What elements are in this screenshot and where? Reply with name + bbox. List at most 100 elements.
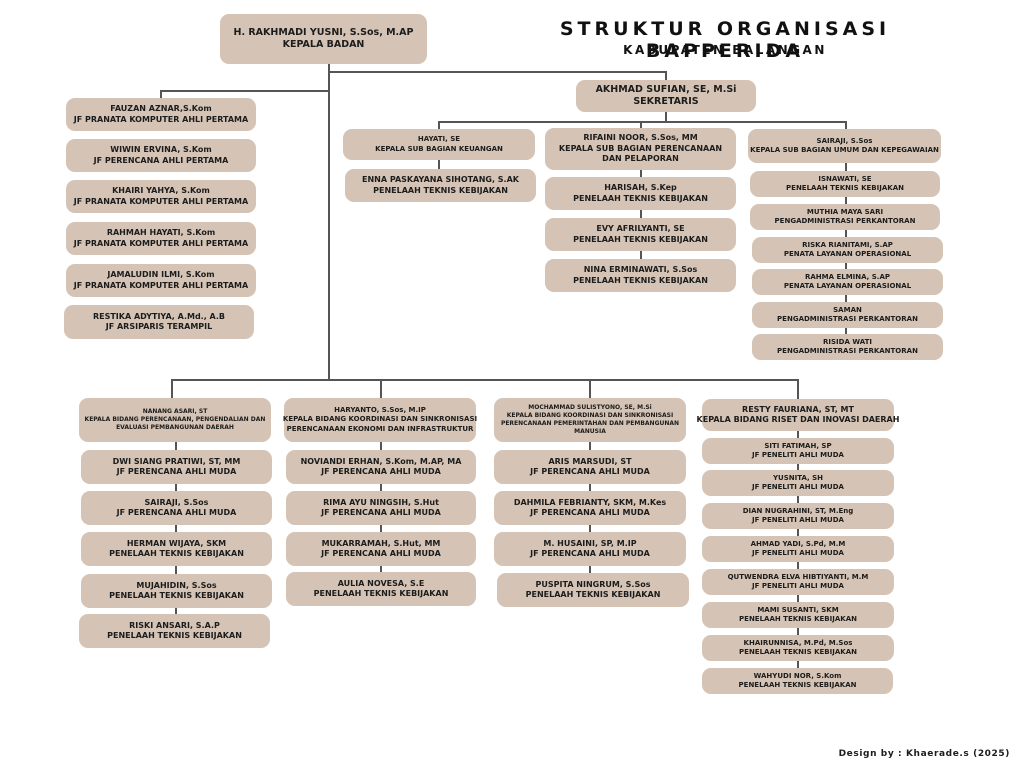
member-name: RISKI ANSARI, S.A.P <box>129 620 220 630</box>
member-box: SAMAN PENGADMINISTRASI PERKANTORAN <box>752 302 943 328</box>
member-name: DWI SIANG PRATIWI, ST, MM <box>112 456 241 466</box>
member-box: NOVIANDI ERHAN, S.Kom, M.AP, MA JF PEREN… <box>286 450 476 484</box>
member-role: PENGADMINISTRASI PERKANTORAN <box>777 347 918 355</box>
member-box: YUSNITA, SH JF PENELITI AHLI MUDA <box>702 470 894 496</box>
connector-line <box>665 71 667 81</box>
subbag-head-box: RIFAINI NOOR, S.Sos, MM KEPALA SUB BAGIA… <box>545 128 736 170</box>
head-name: H. RAKHMADI YUSNI, S.Sos, M.AP <box>233 26 414 38</box>
bidang-head-role: KEPALA BIDANG PERENCANAAN, PENGENDALIAN … <box>84 416 266 424</box>
member-name: WAHYUDI NOR, S.Kom <box>753 671 842 680</box>
member-name: MUKARRAMAH, S.Hut, MM <box>321 538 441 548</box>
subbag-head-box: SAIRAJI, S.Sos KEPALA SUB BAGIAN UMUM DA… <box>748 129 941 163</box>
member-role: JF PENELITI AHLI MUDA <box>752 483 844 491</box>
member-name: SAIRAJI, S.Sos <box>144 497 209 507</box>
connector-line <box>380 379 382 399</box>
member-name: RISKA RIANITAMI, S.AP <box>802 240 893 249</box>
secretary-name: AKHMAD SUFIAN, SE, M.Si <box>595 83 737 95</box>
secretary-box: AKHMAD SUFIAN, SE, M.Si SEKRETARIS <box>576 80 756 112</box>
subbag-head-role: KEPALA SUB BAGIAN UMUM DAN KEPEGAWAIAN <box>750 146 939 154</box>
member-role: JF PERENCANA AHLI MUDA <box>116 508 237 517</box>
member-role: JF PENELITI AHLI MUDA <box>752 582 844 590</box>
secretary-role: SEKRETARIS <box>633 96 699 107</box>
functional-box: KHAIRI YAHYA, S.Kom JF PRANATA KOMPUTER … <box>66 180 256 213</box>
member-role: JF PENELITI AHLI MUDA <box>752 516 844 524</box>
member-name: SITI FATIMAH, SP <box>764 441 832 450</box>
connector-line <box>438 121 440 130</box>
member-name: RIMA AYU NINGSIH, S.Hut <box>323 497 439 507</box>
member-name: RISIDA WATI <box>823 337 872 346</box>
member-name: EVY AFRILYANTI, SE <box>596 224 685 234</box>
member-role: JF PERENCANA AHLI MUDA <box>530 467 650 476</box>
member-box: DAHMILA FEBRIANTY, SKM, M.Kes JF PERENCA… <box>494 491 686 525</box>
connector-line <box>438 121 846 123</box>
member-role: JF PRANATA KOMPUTER AHLI PERTAMA <box>73 114 249 124</box>
member-box: ARIS MARSUDI, ST JF PERENCANA AHLI MUDA <box>494 450 686 484</box>
subbag-head-role: KEPALA SUB BAGIAN KEUANGAN <box>375 144 503 153</box>
member-box: RISKA RIANITAMI, S.AP PENATA LAYANAN OPE… <box>752 237 943 263</box>
member-box: MUKARRAMAH, S.Hut, MM JF PERENCANA AHLI … <box>286 532 476 566</box>
connector-line <box>160 90 330 92</box>
member-box: NINA ERMINAWATI, S.Sos PENELAAH TEKNIS K… <box>545 259 736 292</box>
member-role: JF PERENCANA AHLI MUDA <box>530 508 650 517</box>
member-box: ISNAWATI, SE PENELAAH TEKNIS KEBIJAKAN <box>750 171 940 197</box>
member-box: M. HUSAINI, SP, M.IP JF PERENCANA AHLI M… <box>494 532 686 566</box>
member-box: SAIRAJI, S.Sos JF PERENCANA AHLI MUDA <box>81 491 272 525</box>
subbag-head-role-cont: DAN PELAPORAN <box>602 154 679 164</box>
member-box: HARISAH, S.Kep PENELAAH TEKNIS KEBIJAKAN <box>545 177 736 210</box>
connector-line <box>328 62 330 380</box>
member-role: JF PERENCANA AHLI MUDA <box>116 467 237 476</box>
bidang-head-box: RESTY FAURIANA, ST, MT KEPALA BIDANG RIS… <box>697 399 899 431</box>
member-name: KHAIRI YAHYA, S.Kom <box>112 186 210 196</box>
member-role: JF PRANATA KOMPUTER AHLI PERTAMA <box>73 280 249 290</box>
member-name: RAHMAH HAYATI, S.Kom <box>106 228 216 238</box>
member-box: PUSPITA NINGRUM, S.Sos PENELAAH TEKNIS K… <box>497 573 689 607</box>
member-box: AULIA NOVESA, S.E PENELAAH TEKNIS KEBIJA… <box>286 572 476 606</box>
functional-box: WIWIN ERVINA, S.Kom JF PERENCANA AHLI PE… <box>66 139 256 172</box>
member-name: SAMAN <box>833 305 862 314</box>
member-role: PENELAAH TEKNIS KEBIJAKAN <box>107 631 242 640</box>
functional-box: FAUZAN AZNAR,S.Kom JF PRANATA KOMPUTER A… <box>66 98 256 131</box>
member-box: RIMA AYU NINGSIH, S.Hut JF PERENCANA AHL… <box>286 491 476 525</box>
connector-line <box>665 110 667 122</box>
member-name: AULIA NOVESA, S.E <box>337 578 425 588</box>
member-box: MUJAHIDIN, S.Sos PENELAAH TEKNIS KEBIJAK… <box>81 574 272 608</box>
head-role: KEPALA BADAN <box>282 39 365 50</box>
member-box: DIAN NUGRAHINI, ST, M.Eng JF PENELITI AH… <box>702 503 894 529</box>
connector-line <box>160 90 162 100</box>
member-name: NINA ERMINAWATI, S.Sos <box>583 265 698 275</box>
bidang-head-role: KEPALA BIDANG RISET DAN INOVASI DAERAH <box>696 415 900 424</box>
functional-box: RESTIKA ADYTIYA, A.Md., A.B JF ARSIPARIS… <box>64 305 254 339</box>
member-role: PENELAAH TEKNIS KEBIJAKAN <box>109 591 244 600</box>
member-role: PENELAAH TEKNIS KEBIJAKAN <box>373 185 508 195</box>
member-role: JF PENELITI AHLI MUDA <box>752 549 844 557</box>
member-role: PENELAAH TEKNIS KEBIJAKAN <box>573 234 708 244</box>
bidang-head-role: KEPALA BIDANG KOORDINASI DAN SINKRONISAS… <box>282 415 478 424</box>
bidang-head-box: HARYANTO, S.Sos, M.IP KEPALA BIDANG KOOR… <box>282 398 478 442</box>
member-name: WIWIN ERVINA, S.Kom <box>110 145 212 155</box>
member-name: KHAIRUNNISA, M.Pd, M.Sos <box>743 638 853 647</box>
connector-line <box>797 379 799 399</box>
member-role: JF PERENCANA AHLI MUDA <box>321 549 441 558</box>
member-role: JF PERENCANA AHLI MUDA <box>321 508 441 517</box>
member-box: RISKI ANSARI, S.A.P PENELAAH TEKNIS KEBI… <box>79 614 270 648</box>
member-role: PENATA LAYANAN OPERASIONAL <box>783 250 912 258</box>
bidang-head-role: KEPALA BIDANG KOORDINASI DAN SINKRONISAS… <box>506 412 674 420</box>
member-box: MAMI SUSANTI, SKM PENELAAH TEKNIS KEBIJA… <box>702 602 894 628</box>
member-name: AHMAD YADI, S.Pd, M.M <box>750 539 846 548</box>
bidang-head-name: RESTY FAURIANA, ST, MT <box>742 404 854 414</box>
member-name: RAHMA ELMINA, S.AP <box>804 272 891 281</box>
member-name: QUTWENDRA ELVA HIBTIYANTI, M.M <box>727 572 869 581</box>
bidang-head-role-cont: MANUSIA <box>574 427 606 435</box>
member-name: JAMALUDIN ILMI, S.Kom <box>107 270 215 280</box>
member-role: PENGADMINISTRASI PERKANTORAN <box>777 315 918 323</box>
member-name: M. HUSAINI, SP, M.IP <box>543 538 637 548</box>
connector-line <box>171 379 798 381</box>
member-name: NOVIANDI ERHAN, S.Kom, M.AP, MA <box>300 456 462 466</box>
member-box: EVY AFRILYANTI, SE PENELAAH TEKNIS KEBIJ… <box>545 218 736 251</box>
member-name: DAHMILA FEBRIANTY, SKM, M.Kes <box>513 497 667 507</box>
member-role: PENGADMINISTRASI PERKANTORAN <box>774 217 916 225</box>
bidang-head-name: NANANG ASARI, ST <box>142 408 208 416</box>
member-box: MUTHIA MAYA SARI PENGADMINISTRASI PERKAN… <box>750 204 940 230</box>
member-role: JF ARSIPARIS TERAMPIL <box>105 322 213 331</box>
functional-box: RAHMAH HAYATI, S.Kom JF PRANATA KOMPUTER… <box>66 222 256 255</box>
